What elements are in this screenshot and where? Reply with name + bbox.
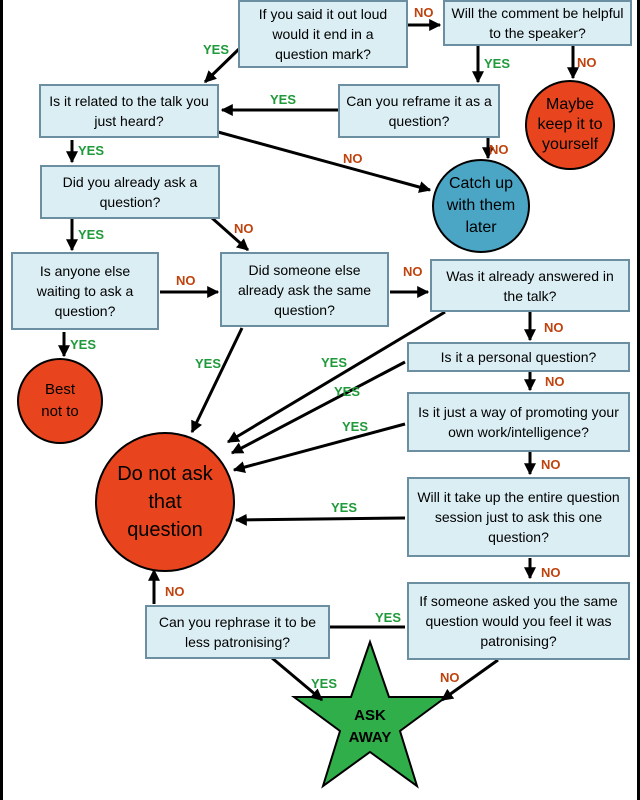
label-yes: YES [311, 676, 338, 691]
label-no: NO [234, 221, 254, 236]
ask-away-label: ASK AWAY [348, 707, 392, 746]
label-no: NO [489, 142, 509, 157]
arrow-answered-donot [226, 310, 446, 444]
node-someone: Did someone else already ask the same qu… [220, 252, 389, 327]
node-personal: Is it a personal question? [407, 342, 630, 372]
node-donot: Do not ask that question [95, 432, 235, 572]
label-yes: YES [334, 384, 361, 399]
label-yes: YES [321, 355, 348, 370]
arrow-patronising-star [441, 658, 499, 702]
label-yes: YES [484, 56, 511, 71]
label-yes: YES [203, 42, 230, 57]
arrow-related-catchup [217, 130, 432, 193]
label-no: NO [414, 5, 434, 20]
label-no: NO [403, 264, 423, 279]
label-no: NO [541, 457, 561, 472]
arrow-session-donot [234, 513, 406, 526]
node-session: Will it take up the entire question sess… [407, 477, 630, 557]
label-yes: YES [78, 227, 105, 242]
node-related: Is it related to the talk you just heard… [39, 84, 219, 138]
label-yes: YES [331, 500, 358, 515]
label-no: NO [440, 670, 460, 685]
arrow-someone-donot [190, 327, 244, 434]
node-waiting: Is anyone else waiting to ask a question… [11, 252, 159, 330]
label-yes: YES [375, 610, 402, 625]
arrow-promoting-donot [232, 422, 406, 473]
label-no: NO [165, 584, 185, 599]
node-catchup: Catch up with them later [432, 159, 530, 253]
arrow-personal-donot [230, 360, 406, 455]
node-rephrase: Can you rephrase it to be less patronisi… [145, 605, 330, 659]
label-yes: YES [342, 419, 369, 434]
node-answered: Was it already answered in the talk? [430, 259, 630, 312]
label-no: NO [545, 374, 565, 389]
label-no: NO [577, 55, 597, 70]
arrow-loud-related [203, 46, 242, 84]
label-no: NO [176, 273, 196, 288]
node-helpful: Will the comment be helpful to the speak… [443, 0, 632, 46]
node-promoting: Is it just a way of promoting your own w… [407, 392, 630, 452]
label-yes: YES [70, 337, 97, 352]
node-reframe: Can you reframe it as a question? [338, 84, 500, 138]
node-patronising: If someone asked you the same question w… [407, 582, 630, 660]
node-loud: If you said it out loud would it end in … [238, 0, 408, 68]
node-best: Best not to [17, 358, 103, 444]
label-yes: YES [195, 356, 222, 371]
node-maybe: Maybe keep it to yourself [525, 80, 615, 170]
label-no: NO [544, 320, 564, 335]
label-no: NO [343, 151, 363, 166]
label-no: NO [541, 565, 561, 580]
node-asked: Did you already ask a question? [40, 165, 220, 219]
label-yes: YES [270, 92, 297, 107]
label-yes: YES [78, 143, 105, 158]
arrow-rephrase-star [271, 656, 323, 702]
arrow-asked-someone [211, 216, 249, 252]
